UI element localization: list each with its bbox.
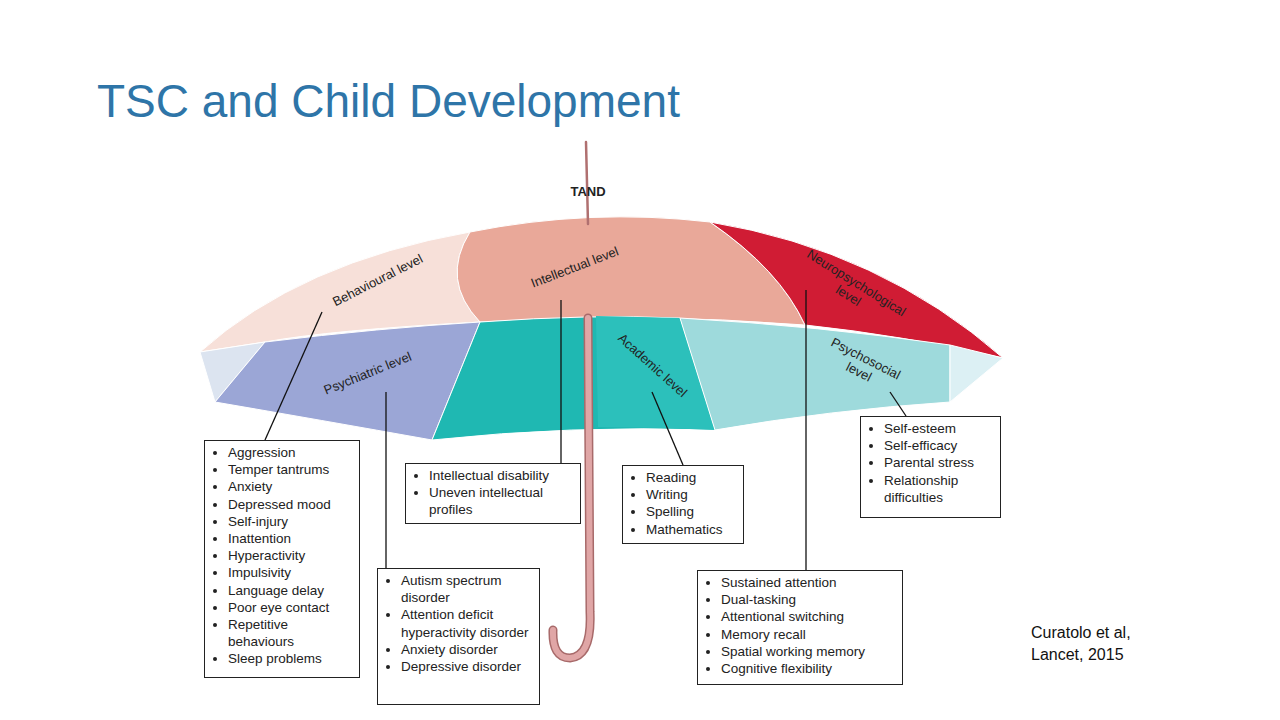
bullet-list-box: Intellectual disabilityUneven intellectu… (405, 463, 581, 524)
bullet-item: Dual-tasking (721, 591, 896, 608)
bullet-item: Depressive disorder (401, 658, 533, 675)
bullet-item: Spatial working memory (721, 643, 896, 660)
bullet-item: Impulsivity (228, 564, 353, 581)
bullet-item: Repetitive behaviours (228, 616, 353, 650)
citation: Curatolo et al, Lancet, 2015 (1031, 622, 1171, 665)
bullet-item: Intellectual disability (429, 467, 574, 484)
slide-title: TSC and Child Development (97, 74, 680, 128)
bullet-item: Relationship difficulties (884, 472, 994, 506)
bullet-item: Self-esteem (884, 420, 994, 437)
bullet-item: Attentional switching (721, 608, 896, 625)
bullet-item: Attention deficit hyperactivity disorder (401, 606, 533, 640)
bullet-item: Inattention (228, 530, 353, 547)
bullet-item: Cognitive flexibility (721, 660, 896, 677)
bullet-item: Parental stress (884, 454, 994, 471)
corner-panel (950, 345, 1003, 402)
bullet-item: Sleep problems (228, 650, 353, 667)
panel-label: Behavioural level (330, 252, 425, 310)
panel-label: Intellectual level (529, 244, 621, 291)
bullet-item: Writing (646, 486, 737, 503)
umbrella-canopy (200, 217, 1003, 440)
bullet-item: Spelling (646, 503, 737, 520)
bullet-list-box: Self-esteemSelf-efficacyParental stressR… (860, 416, 1001, 518)
bullet-list: ReadingWritingSpellingMathematics (627, 469, 737, 538)
bullet-list-box: ReadingWritingSpellingMathematics (622, 465, 744, 544)
bullet-item: Aggression (228, 444, 353, 461)
panel-label: Academic level (615, 331, 690, 401)
psychosocial-panel (680, 318, 950, 430)
bullet-item: Memory recall (721, 626, 896, 643)
leader-line (805, 290, 806, 570)
bullet-item: Anxiety disorder (401, 641, 533, 658)
bullet-list: AggressionTemper tantrumsAnxietyDepresse… (209, 444, 353, 668)
bullet-list-box: Autism spectrum disorderAttention defici… (377, 568, 540, 705)
leader-line (265, 312, 322, 440)
panel-label: Psychiatric level (322, 350, 414, 399)
bullet-item: Anxiety (228, 478, 353, 495)
shaft-tip (586, 142, 588, 224)
bullet-item: Mathematics (646, 521, 737, 538)
teal-panel (432, 317, 715, 440)
panel-label: Neuropsychological level (790, 243, 914, 336)
bullet-item: Uneven intellectual profiles (429, 484, 574, 518)
leader-line (560, 300, 561, 463)
bullet-item: Poor eye contact (228, 599, 353, 616)
panel-label: Psychosocial level (812, 331, 911, 401)
leader-lines (265, 290, 906, 570)
bullet-list: Sustained attentionDual-taskingAttention… (702, 574, 896, 677)
leader-line (652, 392, 683, 465)
bullet-item: Self-efficacy (884, 437, 994, 454)
bullet-item: Self-injury (228, 513, 353, 530)
leader-line (890, 392, 906, 416)
bullet-item: Hyperactivity (228, 547, 353, 564)
bullet-list-box: AggressionTemper tantrumsAnxietyDepresse… (204, 440, 360, 678)
bullet-item: Language delay (228, 582, 353, 599)
bullet-item: Temper tantrums (228, 461, 353, 478)
bullet-list-box: Sustained attentionDual-taskingAttention… (697, 570, 903, 685)
bullet-item: Sustained attention (721, 574, 896, 591)
bullet-list: Autism spectrum disorderAttention defici… (382, 572, 533, 675)
umbrella-shaft (553, 142, 590, 658)
bullet-item: Reading (646, 469, 737, 486)
leader-line (385, 392, 386, 568)
umbrella-tip-label: TAND (570, 185, 605, 200)
bullet-item: Autism spectrum disorder (401, 572, 533, 606)
bullet-list: Intellectual disabilityUneven intellectu… (410, 467, 574, 519)
bullet-list: Self-esteemSelf-efficacyParental stressR… (865, 420, 994, 506)
bullet-item: Depressed mood (228, 496, 353, 513)
